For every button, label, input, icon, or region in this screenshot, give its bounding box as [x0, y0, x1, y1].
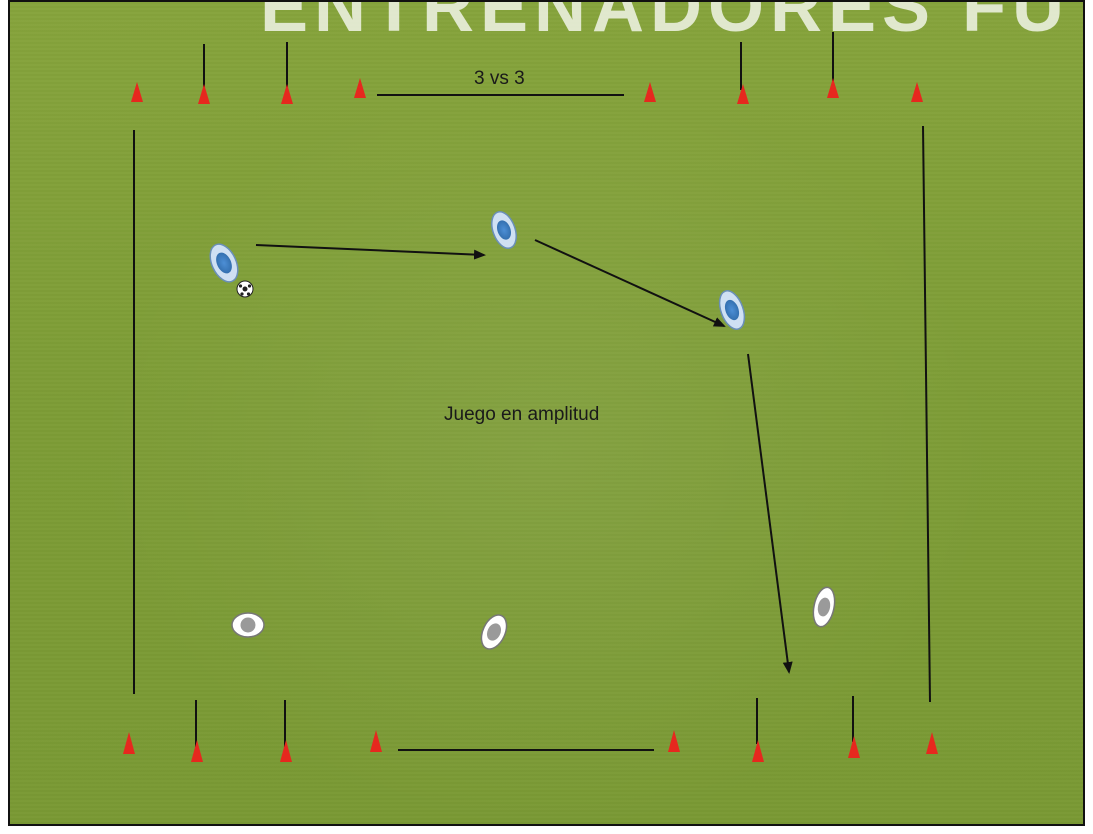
cone-icon	[280, 740, 292, 762]
right-boundary-line	[922, 125, 931, 703]
center-label: Juego en amplitud	[444, 404, 600, 425]
white-player-icon	[480, 614, 508, 650]
cone-icon	[131, 82, 143, 102]
blue-player-icon	[718, 290, 746, 330]
white-player-icon	[812, 586, 836, 628]
cone-icon	[191, 740, 203, 762]
arrow-icon	[747, 353, 793, 674]
goal-poles	[195, 32, 854, 747]
cone-icon	[354, 78, 366, 98]
white-player-icon	[231, 612, 265, 638]
cone-icon	[370, 730, 382, 752]
white-team	[231, 586, 836, 650]
arrow-icon	[255, 244, 486, 260]
drill-title: 3 vs 3	[474, 68, 525, 89]
blue-team	[209, 211, 746, 330]
cone-icon	[668, 730, 680, 752]
arrow-icon	[534, 239, 726, 327]
cone-icon	[911, 82, 923, 102]
pass-arrows	[255, 239, 793, 674]
cone-icon	[644, 82, 656, 102]
cone-icon	[123, 732, 135, 754]
cone-icon	[198, 84, 210, 104]
cone-icon	[926, 732, 938, 754]
cone-icon	[281, 84, 293, 104]
cone-icon	[752, 740, 764, 762]
diagram-frame: ENTRENADORES FÚTBOL	[8, 0, 1085, 826]
grass-pitch	[10, 2, 1083, 824]
cone-icon	[827, 78, 839, 98]
ball-icon	[236, 280, 254, 298]
field-diagram	[123, 32, 938, 762]
cones	[123, 78, 938, 762]
blue-player-icon	[209, 243, 239, 283]
cone-icon	[737, 84, 749, 104]
blue-player-icon	[491, 211, 517, 249]
watermark: ENTRENADORES FÚTBOL	[260, 0, 1083, 47]
cone-icon	[848, 736, 860, 758]
